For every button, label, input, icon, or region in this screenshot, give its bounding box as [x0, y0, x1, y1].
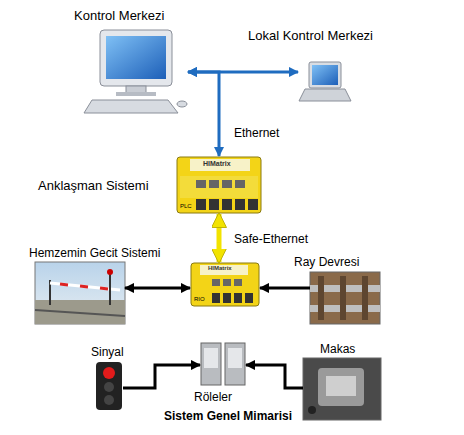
node-heading: Anklaşman Sistemi — [38, 178, 149, 193]
connector-arrow — [123, 365, 200, 388]
plc-device — [177, 157, 261, 213]
node-heading: Ray Devresi — [294, 255, 359, 269]
node-heading: Kontrol Merkezi — [74, 8, 164, 23]
signal-light — [96, 362, 122, 410]
connector-arrow — [217, 214, 222, 262]
brand-label: HIMatrix — [208, 265, 232, 271]
laptop-computer — [299, 62, 351, 101]
connector-arrow — [246, 365, 303, 388]
node-heading: Hemzemin Gecit Sistemi — [29, 246, 160, 260]
device-label: PLC — [180, 203, 192, 209]
track-circuit-node: Ray Devresi — [310, 272, 380, 324]
point-machine-photo — [303, 358, 381, 420]
desktop-computer — [84, 30, 187, 113]
level-crossing-photo — [35, 262, 125, 324]
computer-node: Kontrol Merkezi — [88, 28, 188, 116]
brand-label: HIMatrix — [203, 160, 231, 167]
connector-arrow — [188, 72, 219, 156]
crossing-node: Hemzemin Gecit Sistemi — [35, 262, 125, 324]
diagram-title: Sistem Genel Mimarisi — [164, 409, 292, 423]
connector-label: Ethernet — [234, 126, 279, 140]
node-heading: Makas — [320, 342, 355, 356]
connector-label: Safe-Ethernet — [234, 232, 308, 246]
node-heading: Röleler — [194, 390, 232, 404]
relay-units — [201, 343, 245, 385]
rio-device — [191, 263, 259, 306]
rail-track-photo — [310, 272, 380, 324]
node-heading: RIO — [194, 296, 205, 302]
connector-arrow — [188, 71, 298, 74]
node-heading: Sinyal — [91, 345, 124, 359]
connector-arrow — [125, 287, 190, 290]
point-machine-node: Makas — [303, 358, 381, 420]
laptop-node: Lokal Kontrol Merkezi — [298, 60, 352, 104]
relay-node: Röleler — [200, 342, 246, 387]
connector-arrow — [260, 287, 310, 290]
node-heading: Lokal Kontrol Merkezi — [248, 28, 373, 43]
signal-node: Sinyal — [95, 362, 123, 410]
